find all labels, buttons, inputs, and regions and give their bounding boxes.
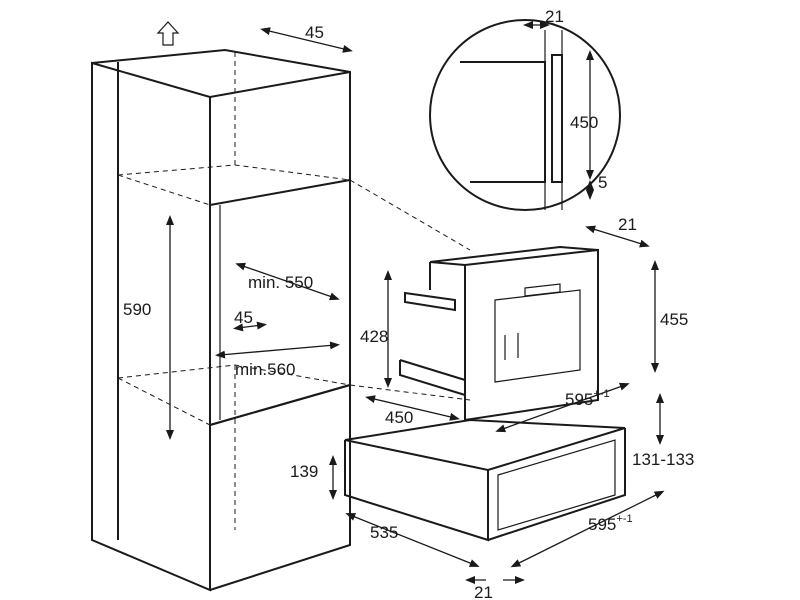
label-detail-bottom-gap: 5 (598, 173, 607, 192)
label-niche-min-width: min.560 (235, 360, 295, 379)
label-drawer-depth: 535 (370, 523, 398, 542)
label-cabinet-top-depth: 45 (305, 23, 324, 42)
label-detail-height: 450 (570, 113, 598, 132)
label-appliance-side-gap: 21 (618, 215, 637, 234)
label-niche-min-depth: min. 550 (248, 273, 313, 292)
detail-circle (429, 19, 621, 211)
label-drawer-width: 595+-1 (588, 513, 633, 534)
label-appliance-depth: 450 (385, 408, 413, 427)
label-appliance-inner-height: 428 (360, 327, 388, 346)
label-niche-offset: 45 (234, 308, 253, 327)
tall-cabinet (91, 48, 471, 592)
label-appliance-width: 595+-1 (565, 388, 610, 409)
dimension-lines (166, 21, 665, 580)
label-niche-height: 590 (123, 300, 151, 319)
label-appliance-outer-height: 455 (660, 310, 688, 329)
warming-drawer (344, 418, 626, 542)
label-detail-gap-width: 21 (545, 7, 564, 26)
label-drawer-bottom-gap: 21 (474, 583, 493, 600)
label-drawer-niche-height: 131-133 (632, 450, 694, 469)
up-arrow-icon (156, 21, 180, 46)
label-drawer-height: 139 (290, 462, 318, 481)
